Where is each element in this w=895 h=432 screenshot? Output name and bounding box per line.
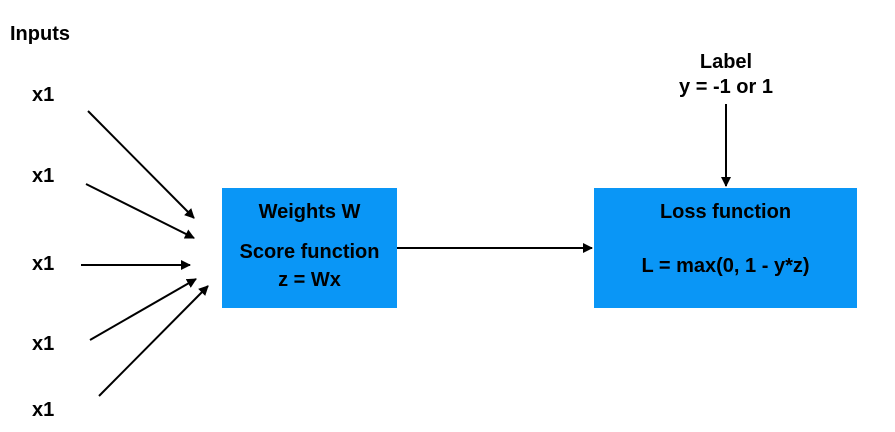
loss-equation: L = max(0, 1 - y*z) — [641, 255, 810, 277]
input-label-4: x1 — [32, 333, 55, 355]
input-label-5: x1 — [32, 399, 55, 421]
label-values: y = -1 or 1 — [679, 76, 773, 98]
input-arrow-5 — [98, 285, 209, 397]
weights-label: Weights W — [258, 201, 361, 223]
weights-score-box: Weights W Score function z = Wx — [222, 188, 397, 308]
score-function-label: Score function — [239, 241, 380, 263]
loss-function-box: Loss function L = max(0, 1 - y*z) — [594, 188, 857, 308]
input-label-3: x1 — [32, 253, 55, 275]
input-arrow-1 — [87, 110, 195, 219]
input-arrow-4 — [89, 278, 197, 341]
loss-function-label: Loss function — [659, 201, 792, 223]
input-arrow-2 — [85, 183, 195, 239]
input-label-2: x1 — [32, 165, 55, 187]
input-label-1: x1 — [32, 84, 55, 106]
score-equation: z = Wx — [278, 269, 341, 291]
label-node: Label y = -1 or 1 — [640, 50, 812, 100]
label-title: Label — [699, 51, 753, 73]
inputs-title: Inputs — [10, 23, 70, 45]
